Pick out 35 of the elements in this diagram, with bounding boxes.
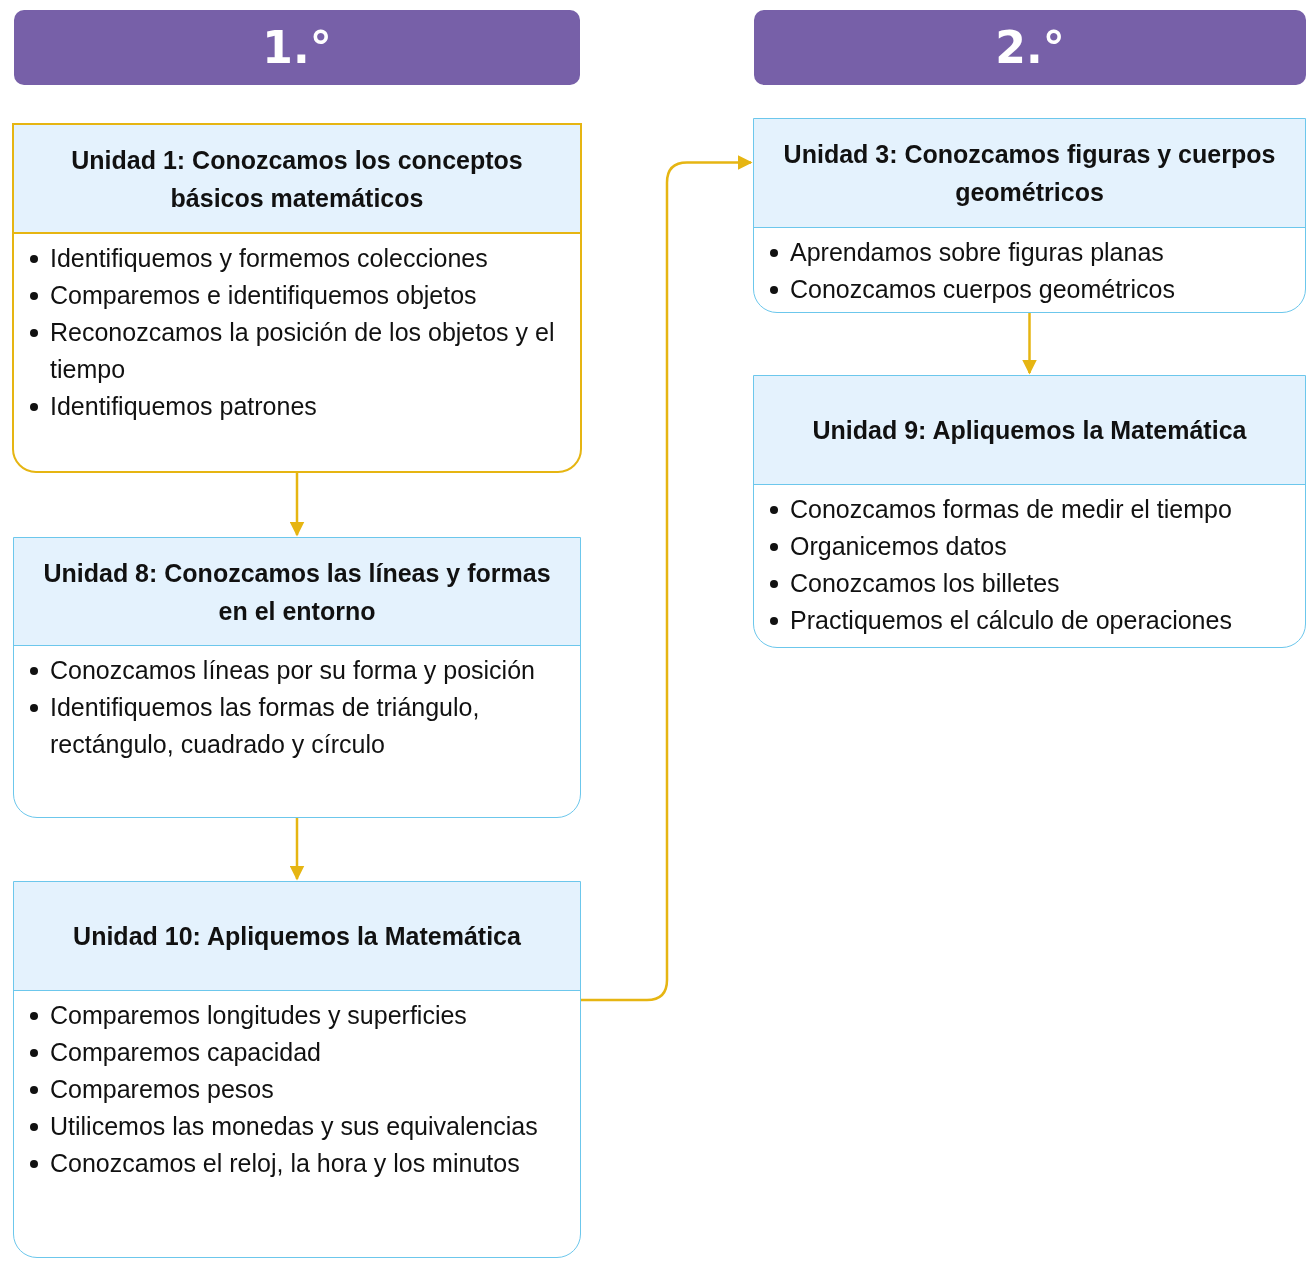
grade-label: 1.° bbox=[262, 22, 332, 73]
topic-item: Comparemos longitudes y superficies bbox=[50, 1000, 467, 1031]
unit-card bbox=[12, 123, 582, 473]
topic-item: Comparemos capacidad bbox=[50, 1037, 321, 1068]
topic-item: Organicemos datos bbox=[790, 531, 1007, 562]
topic-item: Conozcamos formas de medir el tiempo bbox=[790, 494, 1232, 525]
grade-banner bbox=[754, 10, 1306, 85]
arrow bbox=[581, 155, 753, 1002]
topic-item: Identifiquemos patrones bbox=[50, 391, 317, 422]
unit-card bbox=[753, 375, 1306, 648]
topic-item: Conozcamos líneas por su forma y posición bbox=[50, 655, 535, 686]
unit-title: Unidad 10: Apliquemos la Matemática bbox=[73, 921, 521, 952]
unit-title: Unidad 3: Conozcamos figuras y cuerpos geométricos bbox=[782, 139, 1277, 208]
unit-card bbox=[753, 118, 1306, 313]
arrow bbox=[289, 818, 305, 881]
arrow bbox=[1022, 313, 1037, 375]
unit-title: Unidad 9: Apliquemos la Matemática bbox=[812, 415, 1247, 446]
topic-item: Aprendamos sobre figuras planas bbox=[790, 237, 1164, 268]
unit-card bbox=[13, 537, 581, 818]
topic-item: Conozcamos cuerpos geométricos bbox=[790, 274, 1175, 305]
topic-item: Comparemos e identifiquemos objetos bbox=[50, 280, 477, 311]
topic-item: Conozcamos el reloj, la hora y los minutos bbox=[50, 1148, 520, 1179]
topic-item: Identifiquemos y formemos colecciones bbox=[50, 243, 488, 274]
topic-item: Identifiquemos las formas de triángulo, rectángulo, cuadrado y círculo bbox=[50, 692, 481, 760]
topic-item: Comparemos pesos bbox=[50, 1074, 274, 1105]
topic-item: Practiquemos el cálculo de operaciones bbox=[790, 605, 1232, 636]
unit-title: Unidad 1: Conozcamos los conceptos básicos matemáticos bbox=[70, 144, 524, 214]
grade-banner bbox=[14, 10, 580, 85]
arrow bbox=[289, 473, 305, 537]
unit-card bbox=[13, 881, 581, 1258]
grade-label: 2.° bbox=[995, 22, 1065, 73]
unit-title: Unidad 8: Conozcamos las líneas y formas en el entorno bbox=[42, 557, 552, 627]
topic-item: Utilicemos las monedas y sus equivalencias bbox=[50, 1111, 538, 1142]
topic-item: Reconozcamos la posición de los objetos y el tiempo bbox=[50, 317, 556, 385]
topic-item: Conozcamos los billetes bbox=[790, 568, 1060, 599]
